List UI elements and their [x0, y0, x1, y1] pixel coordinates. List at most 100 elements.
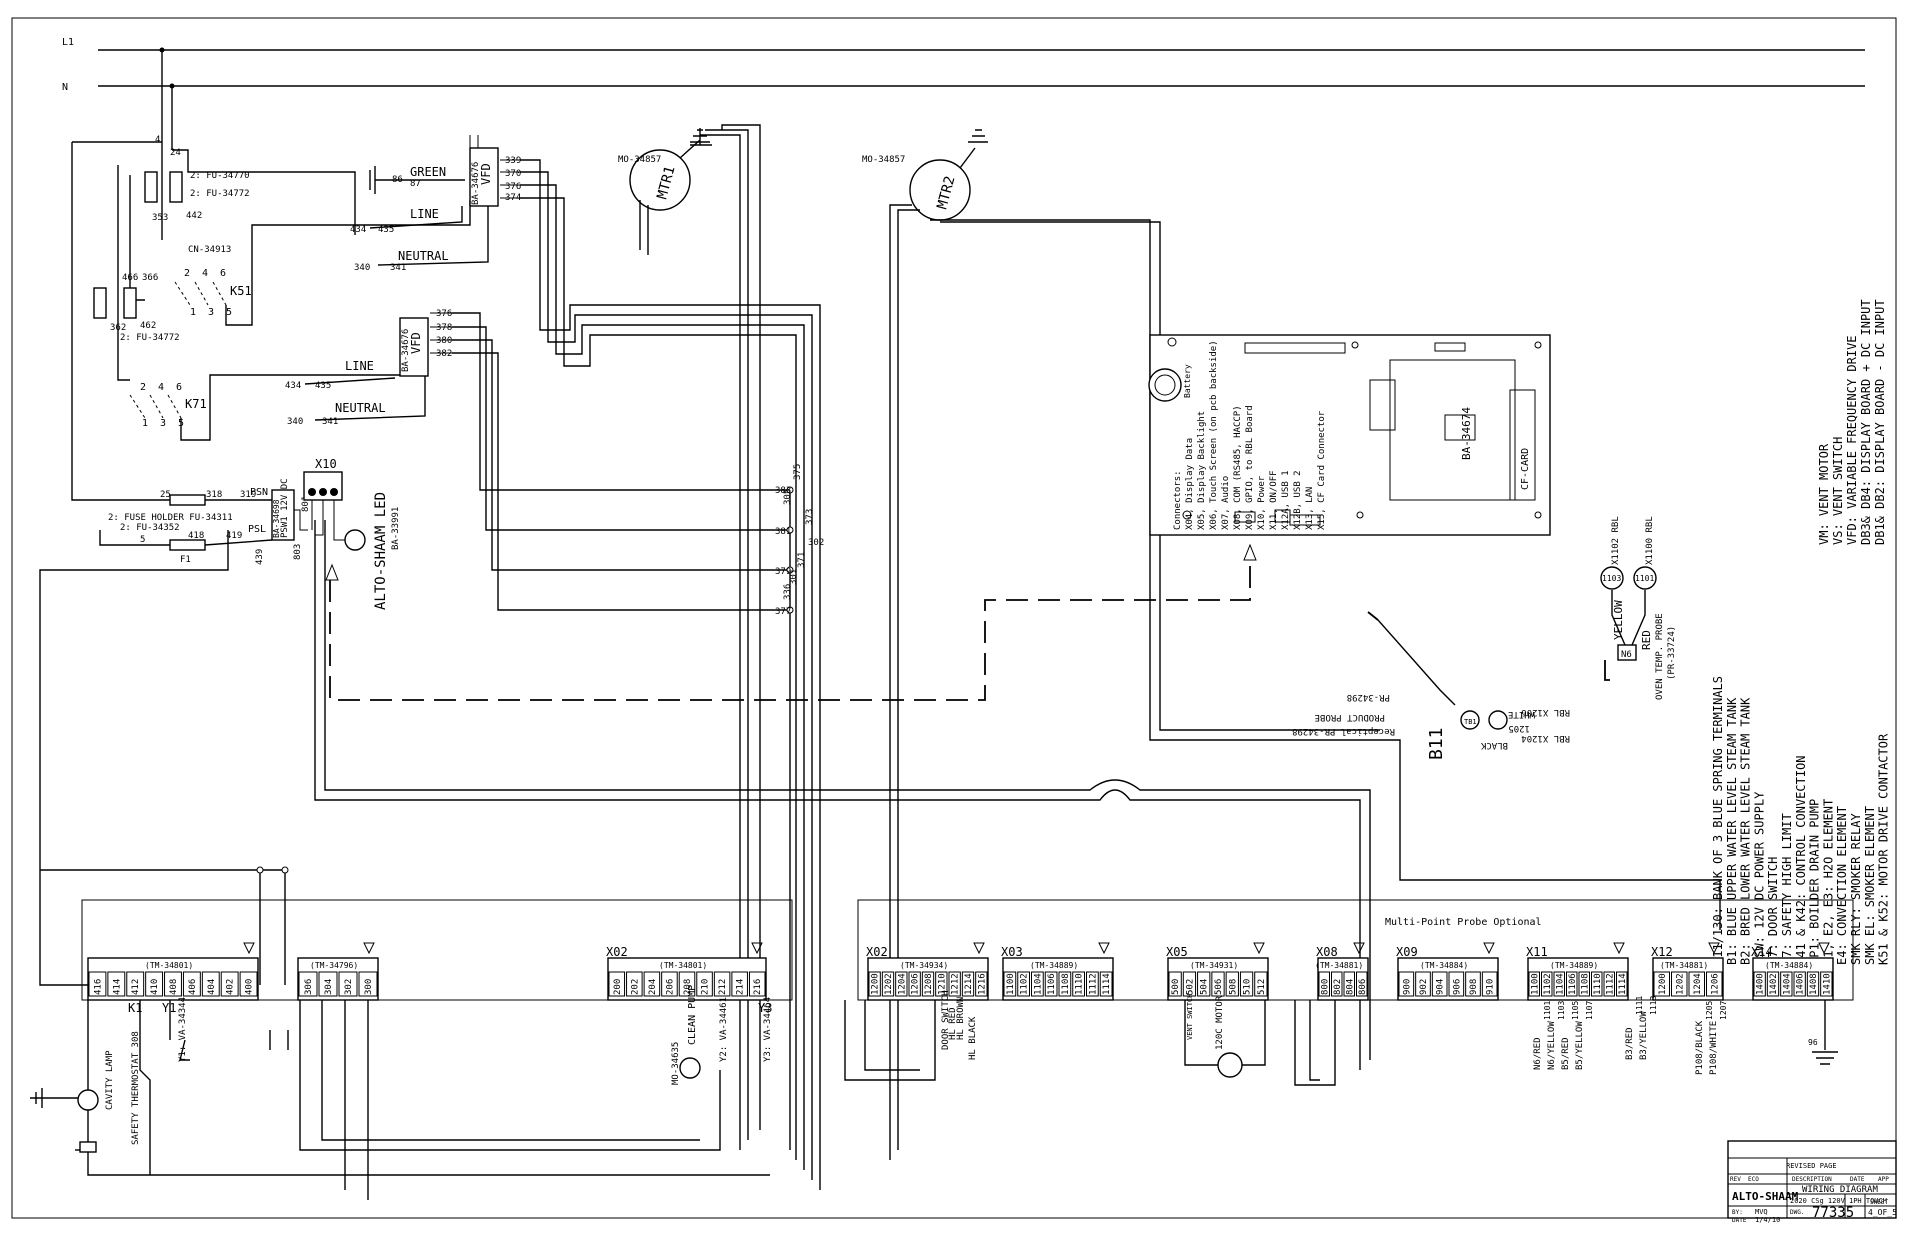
- svg-text:439: 439: [255, 549, 265, 565]
- fuse-node-24: 24: [170, 148, 181, 158]
- k71-label: K71: [185, 397, 207, 411]
- svg-text:419: 419: [226, 531, 242, 541]
- svg-text:DWG.: DWG.: [1790, 1209, 1804, 1216]
- terminal-pin: 908: [1469, 979, 1479, 995]
- legend-item: PSW: 12V DC POWER SUPPLY: [1752, 791, 1766, 965]
- x11-probe-label: B5/YELLOW: [1575, 1021, 1585, 1070]
- legend-item: S7: DOOR SWITCH: [1766, 857, 1780, 965]
- svg-text:DATE: DATE: [1732, 1217, 1747, 1224]
- sheet-border: [11, 17, 1897, 1219]
- svg-text:1/4/10: 1/4/10: [1755, 1216, 1780, 1224]
- terminal-pin: 200: [613, 979, 623, 995]
- terminal-pin: 1204: [897, 973, 907, 995]
- board-connector-item: X05, Display Backlight: [1197, 411, 1207, 530]
- fuse-fu-34772: 2: FU-34772: [190, 189, 250, 199]
- terminal-block-name: (TM-34884): [1765, 961, 1813, 970]
- vfd1-line: LINE: [410, 207, 439, 221]
- svg-text:376: 376: [436, 309, 452, 319]
- legend-item: K41 & K42: CONTROL CONVECTION: [1794, 755, 1808, 965]
- legend-item: K51 & K52: MOTOR DRIVE CONTACTOR: [1877, 733, 1891, 965]
- legend-item: E4: CONVECTION ELEMENT: [1835, 806, 1849, 965]
- led-part: BA-33991: [391, 507, 401, 550]
- terminal-pin: 1106: [1047, 973, 1057, 995]
- svg-text:418: 418: [188, 531, 204, 541]
- fuse-group: 2: FU-34770 2: FU-34772 2: FU-34772 353 …: [93, 171, 250, 343]
- svg-text:HL BLACK: HL BLACK: [968, 1016, 978, 1060]
- board-connector-item: X15, CF Card Connector: [1317, 410, 1327, 530]
- svg-text:378: 378: [436, 323, 452, 333]
- svg-text:435: 435: [378, 225, 394, 235]
- wire-bundle: [314, 124, 1721, 1190]
- terminal-block-label: X14: [1751, 945, 1773, 959]
- terminal-pin: 1200: [871, 973, 881, 995]
- svg-text:435: 435: [315, 381, 331, 391]
- terminal-pin: 804: [1345, 979, 1355, 995]
- terminal-pin: 302: [344, 979, 354, 995]
- svg-text:6: 6: [176, 382, 182, 393]
- vfd-2: VFD BA-34676 376 378 380 382 LINE 434 43…: [285, 309, 452, 427]
- vfd2-line: LINE: [345, 359, 374, 373]
- svg-text:1103: 1103: [1602, 574, 1621, 583]
- svg-text:CAVITY LAMP: CAVITY LAMP: [105, 1050, 115, 1110]
- terminal-pin: 1106: [1568, 973, 1578, 995]
- terminal-pin: 1114: [1618, 973, 1628, 995]
- terminal-pin: 1202: [1675, 973, 1685, 995]
- terminal-pin: 1408: [1809, 973, 1819, 995]
- svg-text:5: 5: [140, 535, 145, 545]
- fuse-node-362: 362: [110, 323, 126, 333]
- legend-item: SMK RLY: SMOKER RELAY: [1849, 813, 1863, 965]
- b3-node: 1111: [1635, 996, 1644, 1015]
- svg-text:Y3: VA-34464: Y3: VA-34464: [763, 997, 773, 1062]
- terminal-pin: 406: [188, 979, 198, 995]
- board-connector-item: X12A, USB 1: [1281, 470, 1291, 530]
- terminal-pin: 300: [364, 979, 374, 995]
- legend-item: X11/130: BANK OF 3 BLUE SPRING TERMINALS: [1711, 676, 1725, 965]
- svg-text:SAFETY THERMOSTAT 308: SAFETY THERMOSTAT 308: [131, 1031, 141, 1145]
- svg-text:MO-34635: MO-34635: [671, 1042, 681, 1085]
- terminal-pin: 1112: [1088, 973, 1098, 995]
- terminal-pin: 1402: [1769, 973, 1779, 995]
- legend-left: X11/130: BANK OF 3 BLUE SPRING TERMINALS…: [1711, 676, 1891, 965]
- svg-text:4: 4: [158, 382, 164, 393]
- svg-text:373: 373: [805, 509, 815, 525]
- terminal-pin: 500: [1171, 979, 1181, 995]
- b3-label: B3/RED: [1625, 1027, 1635, 1060]
- legend-item: N7: SAFETY HIGH LIMIT: [1780, 813, 1794, 965]
- svg-text:2: 2: [140, 382, 146, 393]
- svg-text:379: 379: [775, 567, 791, 577]
- control-board: BA-34674 CF-CARD Battery Connectors: X04…: [1148, 334, 1551, 536]
- terminal-pin: 510: [1243, 979, 1253, 995]
- svg-text:Y2: VA-34461: Y2: VA-34461: [719, 997, 729, 1062]
- terminal-pin: 208: [683, 979, 693, 995]
- relay-k51: CN-34913 K51 2 4 6 1 3 5: [174, 200, 471, 326]
- board-connector-item: X12B, USB 2: [1293, 470, 1303, 530]
- x11-probe-label: N6/RED: [1533, 1037, 1543, 1070]
- terminal-pin: 1200: [1658, 973, 1668, 995]
- svg-text:RED: RED: [1640, 630, 1653, 650]
- svg-text:VENT SWITCH: VENT SWITCH: [1186, 994, 1194, 1040]
- legend-item: B2: BRED LOWER WATER LEVEL STEAM TANK: [1739, 697, 1753, 965]
- svg-text:PSL: PSL: [248, 524, 266, 535]
- svg-text:5: 5: [226, 307, 232, 318]
- svg-text:803: 803: [293, 544, 303, 560]
- x11-probe-node: 1107: [1585, 1001, 1594, 1020]
- terminal-block-label: X05: [1166, 945, 1188, 959]
- fuse-node-353: 353: [152, 213, 168, 223]
- terminal-pin: 1206: [911, 973, 921, 995]
- psu-part: BA-34698: [272, 499, 281, 538]
- fuse-fu-34352: 2: FU-34352: [120, 523, 180, 533]
- svg-text:341: 341: [390, 263, 406, 273]
- svg-text:YELLOW: YELLOW: [1612, 600, 1625, 640]
- svg-text:F1: F1: [180, 555, 191, 565]
- terminal-pin: 1104: [1033, 973, 1043, 995]
- svg-text:96: 96: [1808, 1038, 1818, 1047]
- board-connectors-title: Connectors:: [1173, 470, 1183, 530]
- x11-probe-label: B5/RED: [1561, 1037, 1571, 1070]
- terminal-pin: 1208: [924, 973, 934, 995]
- terminal-pin: 1216: [977, 973, 987, 995]
- vfd2-part: BA-34676: [401, 329, 411, 372]
